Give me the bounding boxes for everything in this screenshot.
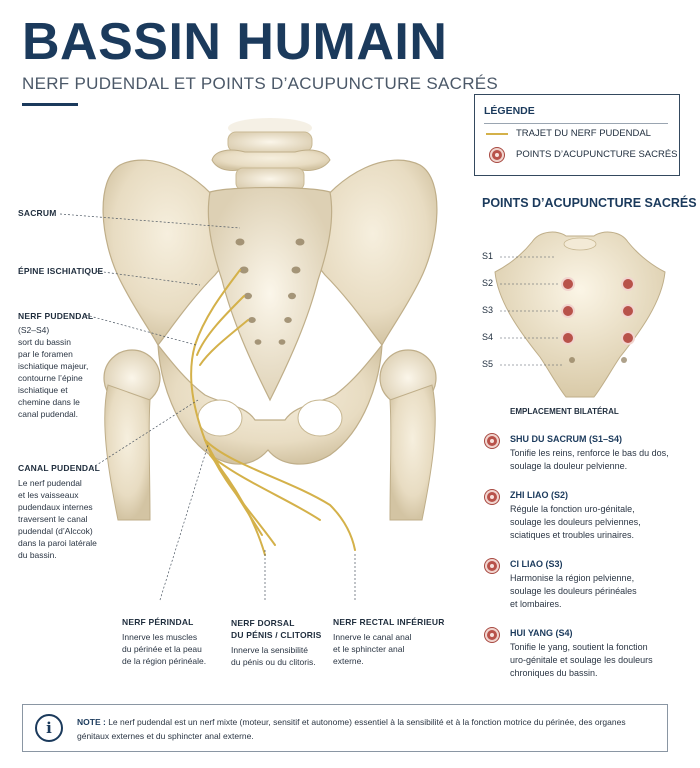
point-desc: Harmonise la région pelvienne, soulage l… [510,573,637,609]
point-desc: Tonifie le yang, soutient la fonction ur… [510,642,653,678]
legend-box: LÉGENDE TRAJET DU NERF PUDENDAL POINTS D… [474,94,680,176]
pudendal-nerve-desc: (S2–S4) sort du bassin par le foramen is… [18,325,89,419]
point-name: CI LIAO (S3) [510,559,563,569]
page-title: BASSIN HUMAIN [22,13,448,71]
point-item: ZHI LIAO (S2) Régule la fonction uro-gén… [484,490,684,550]
point-name: SHU DU SACRUM (S1–S4) [510,434,623,444]
note-text: NOTE : Le nerf pudendal est un nerf mixt… [77,715,657,743]
point-item: SHU DU SACRUM (S1–S4) Tonifie les reins,… [484,434,684,484]
sacral-foramina [235,238,305,345]
dorsal-nerve-desc: Innerve la sensibilité du pénis ou du cl… [231,645,316,667]
dorsal-nerve-label: NERF DORSAL DU PÉNIS / CLITORIS [231,618,322,640]
nerve-line-swatch [486,132,508,135]
info-icon: i [35,714,63,742]
right-ilium [307,159,438,347]
sacrum-label: SACRUM [18,208,57,218]
right-obturator-foramen [297,399,343,437]
ischial-spine-label: ÉPINE ISCHIATIQUE [18,266,104,276]
level-s4-label: S4 [482,332,494,342]
acupoint-icon [487,561,497,571]
level-s1-label: S1 [482,251,494,261]
pudendal-canal-label: CANAL PUDENDAL [18,463,100,473]
note-label: NOTE : [77,717,106,727]
rectal-nerve-desc: Innerve le canal anal et le sphincter an… [333,632,412,666]
acupoint-swatch-icon [492,149,502,160]
legend-title: LÉGENDE [484,105,535,117]
legend-points-row: POINTS D’ACUPUNCTURE SACRÉS [484,149,678,160]
left-femur [103,349,161,521]
pudendal-nerve-path [190,269,356,556]
acupoint-icon [487,492,497,502]
rectal-nerve-label: NERF RECTAL INFÉRIEUR [333,617,445,627]
page-subtitle: NERF PUDENDAL ET POINTS D’ACUPUNCTURE SA… [22,74,499,93]
point-name: ZHI LIAO (S2) [510,490,568,500]
perineal-nerve-desc: Innerve les muscles du périnée et la pea… [122,632,207,666]
bilateral-label: EMPLACEMENT BILATÉRAL [510,407,619,416]
sacrum-bone [207,186,333,402]
level-s3-label: S3 [482,305,494,315]
level-s2-label: S2 [482,278,494,288]
point-name: HUI YANG (S4) [510,628,573,638]
legend-nerve-label: TRAJET DU NERF PUDENDAL [516,128,651,139]
note-body: Le nerf pudendal est un nerf mixte (mote… [77,717,626,741]
legend-points-label: POINTS D’ACUPUNCTURE SACRÉS [516,149,678,160]
acupoint-icon [487,436,497,446]
left-ilium [102,159,233,347]
note-box: i NOTE : Le nerf pudendal est un nerf mi… [22,704,668,752]
acupoint-icon [487,630,497,640]
pudendal-nerve-label: NERF PUDENDAL [18,311,94,321]
level-s5-label: S5 [482,359,494,369]
legend-nerve-row: TRAJET DU NERF PUDENDAL [484,128,651,139]
right-femur [379,349,437,521]
sacral-points-title: POINTS D’ACUPUNCTURE SACRÉS [482,196,697,210]
sacrum-points-diagram [494,231,666,398]
title-underline [22,103,78,106]
point-item: HUI YANG (S4) Tonifie le yang, soutient … [484,628,684,688]
left-obturator-foramen [197,399,243,437]
point-desc: Régule la fonction uro-génitale, soulage… [510,504,641,540]
perineal-nerve-label: NERF PÉRINDAL [122,617,194,627]
sacral-acupoints [561,277,635,363]
leader-lines [59,213,356,601]
point-desc: Tonifie les reins, renforce le bas du do… [510,448,669,471]
pelvis-illustration [59,118,438,601]
legend-divider [484,123,668,124]
lumbar-vertebrae [211,118,331,191]
pudendal-canal-desc: Le nerf pudendal et les vaisseaux pudend… [18,478,97,560]
point-item: CI LIAO (S3) Harmonise la région pelvien… [484,559,684,619]
